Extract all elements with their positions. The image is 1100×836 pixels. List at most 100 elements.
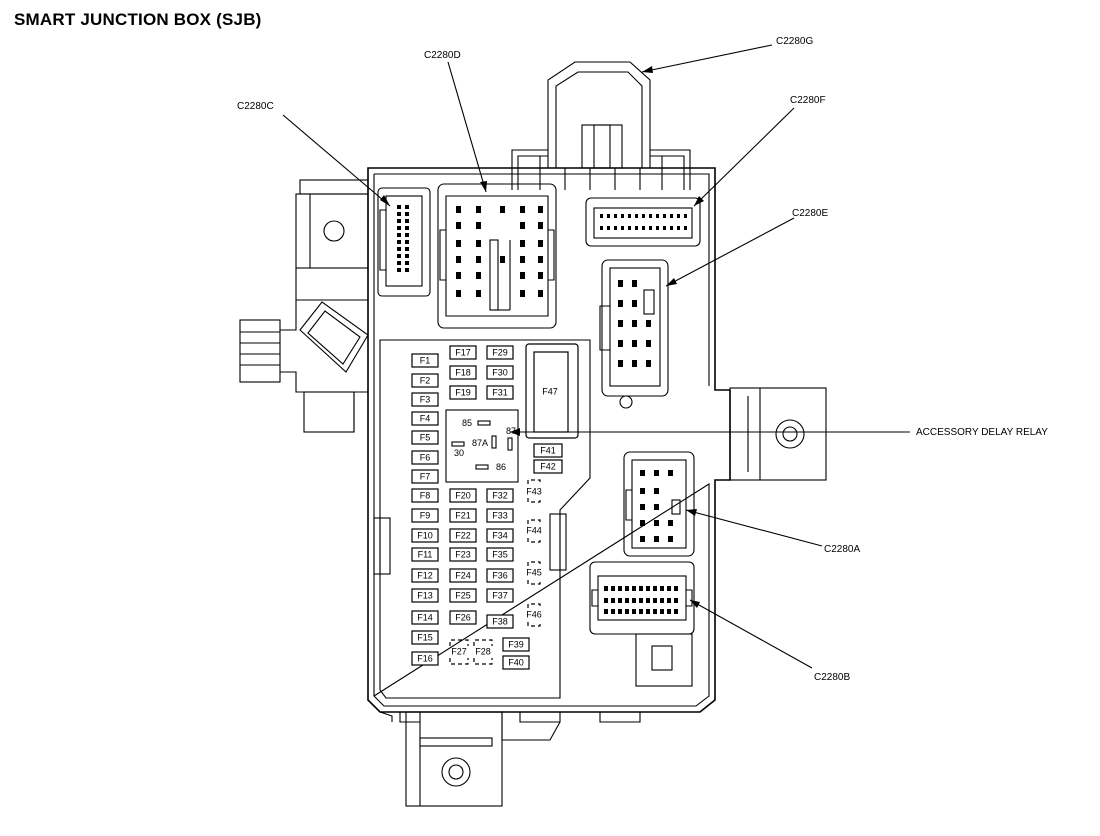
accessory-delay-relay-socket: 85 87 87A 30 86 [445,409,519,483]
fuse-f21: F21 [449,508,477,523]
svg-text:F24: F24 [455,570,471,580]
relay-pin-30-label: 30 [454,448,464,458]
fuse-f29: F29 [486,345,514,360]
fuse-f28: F28 [473,639,493,665]
svg-text:F1: F1 [420,355,431,365]
connector-c2280d [437,183,557,329]
svg-text:F37: F37 [492,590,508,600]
fuse-f14: F14 [411,610,439,625]
label-accessory-delay-relay: ACCESSORY DELAY RELAY [916,427,1048,438]
fuse-f15: F15 [411,630,439,645]
svg-text:F9: F9 [420,510,431,520]
fuse-f20: F20 [449,488,477,503]
fuse-f7: F7 [411,469,439,484]
svg-text:F13: F13 [417,590,433,600]
svg-text:F41: F41 [540,445,556,455]
svg-text:F3: F3 [420,394,431,404]
svg-text:F36: F36 [492,570,508,580]
fuse-f37: F37 [486,588,514,603]
page-title: SMART JUNCTION BOX (SJB) [14,10,262,29]
svg-text:F26: F26 [455,612,471,622]
fuse-f19: F19 [449,385,477,400]
svg-text:F39: F39 [508,639,524,649]
fuse-f22: F22 [449,528,477,543]
fuse-f35: F35 [486,547,514,562]
label-c2280g: C2280G [776,36,813,47]
svg-text:F11: F11 [418,549,433,559]
svg-text:F29: F29 [492,347,508,357]
svg-text:F10: F10 [417,530,433,540]
svg-text:F27: F27 [451,646,467,656]
svg-text:F4: F4 [420,413,431,423]
fuse-f2: F2 [411,373,439,388]
svg-text:F32: F32 [492,490,508,500]
fuse-f18: F18 [449,365,477,380]
fuse-f40: F40 [502,655,530,670]
svg-text:F45: F45 [526,567,542,577]
svg-text:F25: F25 [455,590,471,600]
connector-c2280a [623,451,695,557]
svg-text:F34: F34 [492,530,508,540]
svg-text:F35: F35 [492,549,508,559]
fuse-f47: F47 [525,343,579,439]
fuse-f33: F33 [486,508,514,523]
fuse-f12: F12 [411,568,439,583]
svg-text:F30: F30 [492,367,508,377]
svg-text:F18: F18 [455,367,471,377]
fuse-f5: F5 [411,430,439,445]
label-c2280c: C2280C [237,101,274,112]
svg-text:F14: F14 [417,612,433,622]
relay-pin-85-label: 85 [462,418,472,428]
fuse-panel [379,339,591,699]
fuse-f11: F11 [411,547,439,562]
fuse-f38: F38 [486,614,514,629]
svg-text:F12: F12 [417,570,433,580]
connector-c2280f [585,197,701,247]
svg-text:F46: F46 [526,609,542,619]
fuse-f4: F4 [411,411,439,426]
left-mount-upper [295,179,369,301]
label-c2280d: C2280D [424,50,461,61]
label-c2280a: C2280A [824,544,860,555]
svg-text:F17: F17 [455,347,471,357]
fuse-f42: F42 [533,459,563,474]
svg-text:F43: F43 [526,486,542,496]
svg-text:F38: F38 [492,616,508,626]
fuse-f43: F43 [526,479,542,503]
svg-text:F20: F20 [455,490,471,500]
label-c2280b: C2280B [814,672,850,683]
callout-leaders [282,44,910,669]
fuse-f24: F24 [449,568,477,583]
fuse-f44: F44 [526,519,542,543]
sjb-housing [367,167,731,723]
fuse-f10: F10 [411,528,439,543]
fuse-f32: F32 [486,488,514,503]
fuse-f45: F45 [526,561,542,585]
fuse-f8: F8 [411,488,439,503]
relay-pin-87-label: 87 [506,426,516,436]
fuse-f9: F9 [411,508,439,523]
svg-text:F40: F40 [508,657,524,667]
relay-pin-86-label: 86 [496,462,506,472]
fuse-f23: F23 [449,547,477,562]
svg-text:F33: F33 [492,510,508,520]
svg-text:F42: F42 [540,461,556,471]
fuse-f6: F6 [411,450,439,465]
fuse-f46: F46 [526,603,542,627]
right-mount [729,387,827,481]
svg-text:F5: F5 [420,432,431,442]
fuse-f27: F27 [449,639,469,665]
fuse-f3: F3 [411,392,439,407]
fuse-f25: F25 [449,588,477,603]
connector-c2280e [599,259,669,409]
connector-c2280c [377,187,431,297]
fuse-f41: F41 [533,443,563,458]
svg-text:F21: F21 [455,510,471,520]
fuse-f17: F17 [449,345,477,360]
svg-text:F31: F31 [492,387,508,397]
svg-text:F7: F7 [420,471,431,481]
fuse-f36: F36 [486,568,514,583]
svg-text:F8: F8 [420,490,431,500]
fuse-f31: F31 [486,385,514,400]
